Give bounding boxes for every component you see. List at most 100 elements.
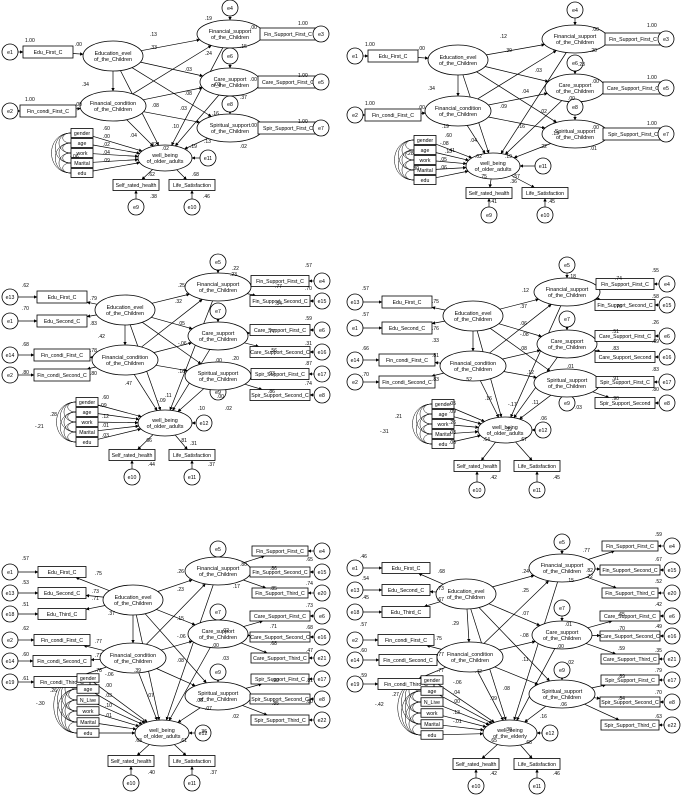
error-circle bbox=[221, 0, 239, 17]
error-circle bbox=[658, 373, 676, 391]
path-arrow-FIN-CS bbox=[502, 349, 541, 360]
path-arrow-SS-WB bbox=[519, 394, 552, 420]
node-label: e22 bbox=[668, 723, 677, 729]
observed-variable-ed: edu bbox=[76, 728, 100, 738]
node-label: work bbox=[83, 709, 94, 715]
path-coefficient: .60 bbox=[103, 126, 110, 132]
coefficient-labels: 1.00.00.341.00.00.13.33.03.08.08.03.10.0… bbox=[25, 16, 308, 200]
observed-box bbox=[420, 719, 444, 729]
path-coefficient: .06 bbox=[520, 321, 527, 327]
error-term-e10: e10 bbox=[467, 777, 485, 795]
error-term-e22: e22 bbox=[663, 716, 681, 734]
path-arrow-m-WB bbox=[435, 166, 467, 170]
path-coefficient: .34 bbox=[428, 86, 435, 92]
error-term-e9: e9 bbox=[480, 206, 498, 224]
node-label: Self_rated_health bbox=[111, 759, 152, 765]
path-coefficient: -.06 bbox=[453, 680, 462, 686]
error-term-e2: e2 bbox=[346, 631, 364, 649]
path-coefficient: .59 bbox=[360, 673, 367, 679]
node-label: e16 bbox=[318, 635, 327, 641]
observed-variable-nl: N_Live bbox=[420, 697, 444, 707]
error-circle bbox=[313, 365, 331, 383]
path-coefficient: .11 bbox=[165, 393, 172, 399]
observed-variable-SSF: Spir_Support_First_C bbox=[257, 121, 319, 135]
observed-box bbox=[594, 330, 656, 342]
observed-variable-m: Marital bbox=[70, 158, 94, 168]
node-label: Care_Support_First_C bbox=[254, 614, 306, 620]
path-coefficient: .67 bbox=[437, 597, 444, 603]
path-coefficient: .79 bbox=[90, 296, 97, 302]
path-arrow-EDU-ES bbox=[431, 320, 445, 325]
path-coefficient: .82 bbox=[586, 568, 593, 574]
observed-variable-SRH: Self_rated_health bbox=[452, 758, 500, 770]
node-label: e15 bbox=[318, 299, 327, 305]
path-arrow-EDU-FS bbox=[486, 43, 545, 56]
observed-variable-nl: N_Live bbox=[76, 695, 100, 705]
path-arrow-SS-SSS bbox=[244, 383, 263, 391]
error-circle bbox=[1, 631, 19, 649]
path-coefficient: .03 bbox=[102, 433, 109, 439]
error-circle bbox=[346, 106, 364, 124]
observed-box bbox=[378, 654, 438, 666]
observed-variable-FF: Fin_condi_First_C bbox=[33, 348, 91, 362]
path-coefficient: .64 bbox=[483, 437, 490, 443]
observed-variable-g: gender bbox=[413, 135, 437, 145]
error-term-e13: e13 bbox=[1, 288, 19, 306]
observed-variable-a: age bbox=[420, 686, 444, 696]
path-coefficient: .00 bbox=[418, 46, 425, 52]
error-circle bbox=[346, 351, 364, 369]
error-circle bbox=[346, 319, 364, 337]
path-coefficient: .03 bbox=[105, 693, 112, 699]
node-label: Spir_Support_First_C bbox=[255, 677, 305, 683]
error-circle bbox=[313, 542, 331, 560]
observed-box bbox=[36, 290, 88, 304]
path-coefficient: .39 bbox=[505, 427, 512, 433]
path-coefficient: .84 bbox=[618, 696, 625, 702]
path-coefficient: .05 bbox=[440, 157, 447, 163]
node-label: Fin_Support_Second_C bbox=[597, 303, 653, 309]
error-circle bbox=[1, 584, 19, 602]
path-arrow-SS-SSF bbox=[245, 683, 263, 689]
path-arrow-EDU-SS bbox=[142, 322, 202, 365]
observed-box bbox=[420, 708, 444, 718]
observed-variable-FSc: Fin_condi_Second_C bbox=[32, 655, 92, 667]
observed-variable-FSc: Fin_condi_Second_C bbox=[378, 375, 436, 389]
path-coefficient: .42 bbox=[490, 771, 497, 777]
error-term-e7: e7 bbox=[553, 599, 571, 617]
node-label: gender bbox=[74, 131, 90, 137]
coefficient-labels: .46.68.54.45.73.67.29.57.75.60.77.59.77.… bbox=[360, 532, 662, 777]
path-arrow-WB-LS bbox=[520, 744, 533, 759]
path-coefficient: .46 bbox=[553, 771, 560, 777]
path-coefficient: .31 bbox=[305, 341, 312, 347]
path-arrow-SS-SSS bbox=[593, 696, 601, 700]
node-label: Edu_First_C bbox=[379, 54, 408, 60]
error-circle bbox=[313, 272, 331, 290]
error-term-e5: e5 bbox=[312, 73, 330, 91]
node-label: age bbox=[421, 148, 430, 154]
path-coefficient: .78 bbox=[95, 668, 102, 674]
observed-variable-FSF: Fin_Support_First_C bbox=[251, 545, 309, 557]
observed-variable-CSF: Care_Support_First_C bbox=[594, 330, 656, 342]
path-coefficient: .72 bbox=[586, 574, 593, 580]
node-label: e1 bbox=[7, 50, 13, 56]
latent-ellipse bbox=[533, 277, 601, 307]
node-label: e18 bbox=[351, 610, 360, 616]
path-coefficient: .80 bbox=[22, 370, 29, 376]
observed-box bbox=[465, 187, 513, 199]
path-coefficient: .63 bbox=[655, 714, 662, 720]
path-arrow-a-WB bbox=[435, 152, 470, 162]
latent-ellipse bbox=[82, 40, 144, 72]
node-label: Edu_Third_C bbox=[47, 612, 78, 618]
error-term-e22: e22 bbox=[313, 711, 331, 729]
path-coefficient: .04 bbox=[453, 690, 460, 696]
path-arrow-EDU-ES bbox=[86, 314, 97, 318]
path-arrow-a-WB bbox=[439, 694, 493, 724]
